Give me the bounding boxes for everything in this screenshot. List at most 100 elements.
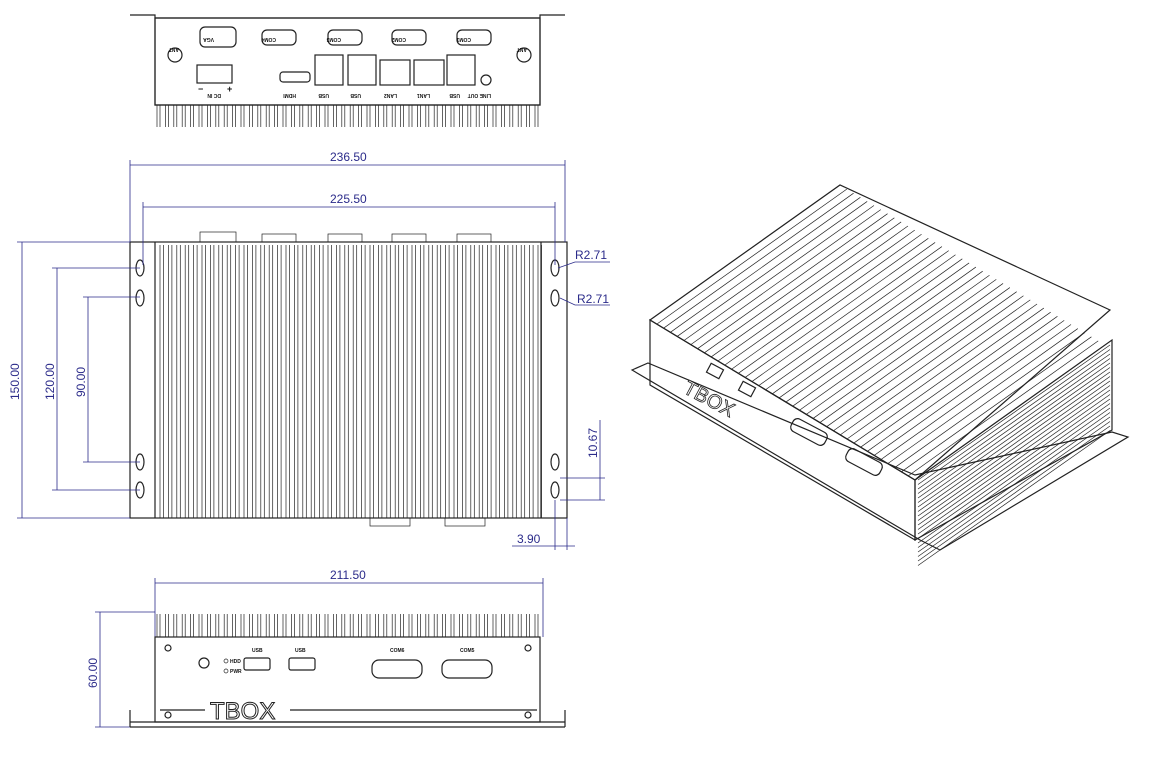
fin [704,217,895,354]
fin [806,279,997,415]
fin [772,258,963,395]
label-usb: USB [449,92,460,98]
power-button-icon[interactable] [198,657,210,669]
fin [792,270,983,407]
com-port [261,29,297,46]
fin [917,407,1111,544]
fin [917,403,1111,539]
fin [649,184,841,321]
fin [826,291,1017,427]
fin [914,344,1106,481]
fin [917,389,1111,526]
fin [724,229,915,366]
dim-radius-upper: R2.71 [575,248,607,262]
dim-slot-outer: 120.00 [43,363,57,400]
fin [867,315,1058,452]
com-port [371,659,423,679]
antenna-hole [167,47,183,63]
lan-port [413,59,445,86]
usb-port [347,54,377,86]
com-port [327,29,363,46]
fin [663,192,854,329]
fin [860,311,1051,448]
fin [710,221,902,358]
usb-port [243,657,271,671]
fin [751,246,943,382]
usb-port [288,657,316,671]
com-port [456,29,492,46]
label-usb: USB [318,92,329,98]
dim-height: 60.00 [86,658,100,688]
label-dc-in: DC IN [207,92,221,98]
com-port [391,29,427,46]
dim-slot-length: 10.67 [586,428,600,458]
usb-port [446,54,476,86]
fin [917,412,1111,548]
vga-port [199,26,237,48]
mounting-slot [550,481,560,499]
fin [785,266,977,403]
hdmi-port [279,71,311,83]
dim-slot-inner: 90.00 [74,367,88,397]
dim-overall-depth: 150.00 [8,363,22,400]
fin [697,213,888,350]
fin [799,274,990,411]
label-lan2: LAN2 [384,92,397,98]
dimensions: 236.50 225.50 150.00 120.00 90.00 R2.71 … [8,150,610,728]
front-view: HDD PWR USB USB COM6 COM5 TBOX [129,614,566,728]
fin [819,287,1011,423]
lan-port [379,59,411,86]
hdd-led [223,658,229,664]
dc-in-connector [196,64,233,84]
label-usb: USB [350,92,361,98]
fin [917,362,1111,499]
fin [917,380,1111,517]
com-port [441,659,493,679]
usb-port [314,54,344,86]
mounting-slot [550,453,560,471]
label-usb: USB [295,648,306,654]
mounting-slot [550,289,560,307]
fin [690,209,881,345]
fin [731,233,922,370]
label-line-out: LINE OUT [468,92,491,98]
fin [917,430,1111,566]
fin [840,299,1031,436]
fin [765,254,956,391]
label-hdd: HDD [230,659,241,665]
brand-logo: TBOX [210,698,275,725]
label-hdmi: HDMI [283,92,296,98]
dc-minus: − [198,84,203,94]
fin [917,344,1111,481]
fin [917,367,1111,503]
dim-radius-lower: R2.71 [577,292,609,306]
antenna-hole [516,47,532,63]
fin [917,353,1111,490]
fin [717,225,909,362]
label-ant: ANT [169,46,179,52]
fin [917,371,1111,508]
label-com4: COM4 [261,36,276,42]
isometric-view: TBOX [630,184,1130,566]
label-vga: VGA [203,36,214,42]
fin [917,376,1111,512]
rear-view: VGA COM4 COM3 COM2 COM1 ANT ANT DC IN HD… [130,14,565,127]
dim-front-width: 211.50 [330,568,366,582]
fin [812,283,1004,419]
fin [917,385,1111,521]
fin [917,394,1111,530]
label-com2: COM2 [391,36,406,42]
label-com1: COM1 [456,36,471,42]
top-view [129,231,568,527]
pwr-led [223,668,229,674]
label-com6: COM6 [390,648,405,654]
fin [833,295,1024,432]
dim-hole-spacing: 225.50 [330,192,367,206]
fin [676,201,868,337]
label-usb: USB [252,648,263,654]
fin [917,421,1111,557]
mounting-slot [135,289,145,307]
fin [846,303,1038,440]
dc-plus: + [227,84,232,94]
